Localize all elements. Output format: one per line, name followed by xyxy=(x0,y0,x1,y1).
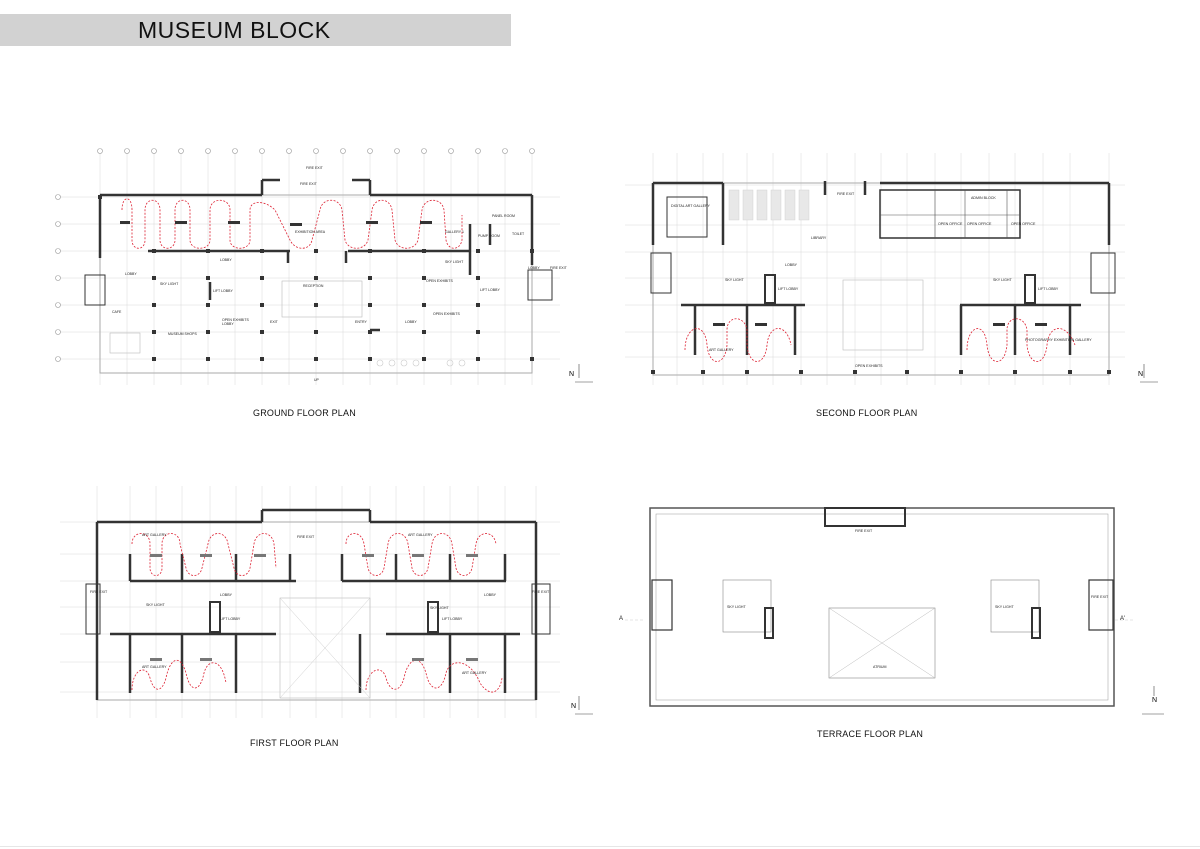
terrace-label-fire-exit-top: FIRE EXIT xyxy=(855,529,873,533)
north-label-second: N xyxy=(1138,371,1144,378)
second-label-fire-exit: FIRE EXIT xyxy=(837,192,855,196)
second-label-library: LIBRARY xyxy=(811,236,827,240)
second-label-admin-block: ADMIN BLOCK xyxy=(971,196,996,200)
second-label-open-office-1: OPEN OFFICE xyxy=(938,222,963,226)
terrace-label-atrium: ATRIUM xyxy=(873,665,887,669)
second-label-lobby: LOBBY xyxy=(785,263,798,267)
terrace-floor-drawing: FIRE EXIT SKY LIGHT SKY LIGHT ATRIUM FIR… xyxy=(619,507,1135,707)
ground-label-toilet: TOILET xyxy=(512,232,525,236)
second-label-lift-lobby-1: LIFT LOBBY xyxy=(778,287,799,291)
terrace-floor-caption: TERRACE FLOOR PLAN xyxy=(817,729,924,739)
ground-label-lobby-3: LOBBY xyxy=(528,266,540,270)
north-arrow-terrace: N xyxy=(1138,684,1168,723)
north-arrow-ground: N xyxy=(565,362,595,393)
ground-label-exhibition-area: EXHIBITION AREA xyxy=(295,230,326,234)
first-label-lift-lobby-1: LIFT LOBBY xyxy=(220,617,241,621)
ground-label-open-exhibit-1: OPEN EXHIBITS xyxy=(222,318,250,322)
first-label-lobby-1: LOBBY xyxy=(220,593,233,597)
north-arrow-second: N xyxy=(1130,362,1160,393)
ground-label-lobby-1: LOBBY xyxy=(125,272,137,276)
ground-label-pump-room: PUMP ROOM xyxy=(478,234,500,238)
ground-label-fire-exit-top: FIRE EXIT xyxy=(306,166,324,170)
second-floor-plan: DIGITAL ART GALLERY FIRE EXIT LIBRARY AD… xyxy=(615,145,1135,395)
terrace-label-sky-light-1: SKY LIGHT xyxy=(727,605,747,609)
second-label-digital-art-gallery: DIGITAL ART GALLERY xyxy=(671,204,711,208)
second-label-open-office-2: OPEN OFFICE xyxy=(967,222,992,226)
ground-label-exit: EXIT xyxy=(270,320,279,324)
north-label-terrace: N xyxy=(1152,697,1158,704)
first-label-sky-light-1: SKY LIGHT xyxy=(146,603,166,607)
second-label-sky-light-1: SKY LIGHT xyxy=(725,278,745,282)
first-label-art-gallery-4: ART GALLERY xyxy=(462,671,487,675)
second-label-sky-light-2: SKY LIGHT xyxy=(993,278,1013,282)
first-label-art-gallery-1: ART GALLERY xyxy=(142,533,167,537)
ground-label-lift-lobby-1: LIFT LOBBY xyxy=(213,289,233,293)
first-floor-caption: FIRST FLOOR PLAN xyxy=(250,738,339,748)
ground-label-lobby-5: LOBBY xyxy=(405,320,417,324)
ground-label-sky-light-1: SKY LIGHT xyxy=(160,282,179,286)
first-label-lift-lobby-2: LIFT LOBBY xyxy=(442,617,463,621)
first-label-sky-light-2: SKY LIGHT xyxy=(430,606,450,610)
ground-label-panel-room: PANEL ROOM xyxy=(492,214,515,218)
second-floor-drawing: DIGITAL ART GALLERY FIRE EXIT LIBRARY AD… xyxy=(625,153,1125,385)
second-label-photography-gallery: PHOTOGRAPHY EXHIBITION GALLERY xyxy=(1025,338,1092,342)
first-label-art-gallery-3: ART GALLERY xyxy=(142,665,167,669)
ground-label-lift-lobby-2: LIFT LOBBY xyxy=(480,288,500,292)
north-arrow-first: N xyxy=(565,694,595,725)
ground-label-lobby-4: LOBBY xyxy=(222,322,234,326)
ground-floor-drawing: FIRE EXIT FIRE EXIT EXHIBITION AREA GALL… xyxy=(55,148,568,385)
ground-label-up: UP xyxy=(314,378,320,382)
ground-floor-caption: GROUND FLOOR PLAN xyxy=(253,408,356,418)
terrace-floor-plan: FIRE EXIT SKY LIGHT SKY LIGHT ATRIUM FIR… xyxy=(615,488,1135,728)
first-floor-plan: ART GALLERY ART GALLERY FIRE EXIT FIRE E… xyxy=(50,478,570,728)
ground-label-reception: RECEPTION xyxy=(303,284,324,288)
ground-label-gallery-1: GALLERY 1 xyxy=(445,230,464,234)
ground-label-open-exhibit-3: OPEN EXHIBITS xyxy=(433,312,461,316)
second-label-open-office-3: OPEN OFFICE xyxy=(1011,222,1036,226)
ground-label-open-exhibit-2: OPEN EXHIBITS xyxy=(426,279,454,283)
second-label-art-gallery: ART GALLERY xyxy=(709,348,734,352)
terrace-section-a: A xyxy=(619,616,623,622)
terrace-label-fire-exit-right: FIRE EXIT xyxy=(1091,595,1109,599)
first-floor-drawing: ART GALLERY ART GALLERY FIRE EXIT FIRE E… xyxy=(60,486,560,718)
ground-label-entry: ENTRY xyxy=(355,320,367,324)
first-label-lobby-2: LOBBY xyxy=(484,593,497,597)
sheet-title: MUSEUM BLOCK xyxy=(138,17,331,43)
first-label-fire-exit-2: FIRE EXIT xyxy=(90,590,108,594)
second-label-open-exhibits: OPEN EXHIBITS xyxy=(855,364,883,368)
ground-floor-plan: FIRE EXIT FIRE EXIT EXHIBITION AREA GALL… xyxy=(50,145,570,395)
north-label-first: N xyxy=(571,703,577,710)
second-floor-caption: SECOND FLOOR PLAN xyxy=(816,408,918,418)
title-bar xyxy=(0,14,511,46)
terrace-label-sky-light-2: SKY LIGHT xyxy=(995,605,1015,609)
bottom-rule xyxy=(0,846,1200,847)
ground-label-museum-shops: MUSEUM SHOPS xyxy=(168,332,197,336)
ground-label-sky-light-2: SKY LIGHT xyxy=(445,260,464,264)
ground-label-fire-exit: FIRE EXIT xyxy=(300,182,318,186)
first-label-fire-exit-3: FIRE EXIT xyxy=(532,590,550,594)
terrace-section-a-prime: A' xyxy=(1120,616,1125,622)
north-label-ground: N xyxy=(569,371,575,378)
ground-label-lobby-2: LOBBY xyxy=(220,258,232,262)
first-label-fire-exit-1: FIRE EXIT xyxy=(297,535,315,539)
first-label-art-gallery-2: ART GALLERY xyxy=(408,533,433,537)
second-label-lift-lobby-2: LIFT LOBBY xyxy=(1038,287,1059,291)
ground-label-fire-exit-right: FIRE EXIT xyxy=(550,266,568,270)
ground-label-cafe: CAFE xyxy=(112,310,122,314)
